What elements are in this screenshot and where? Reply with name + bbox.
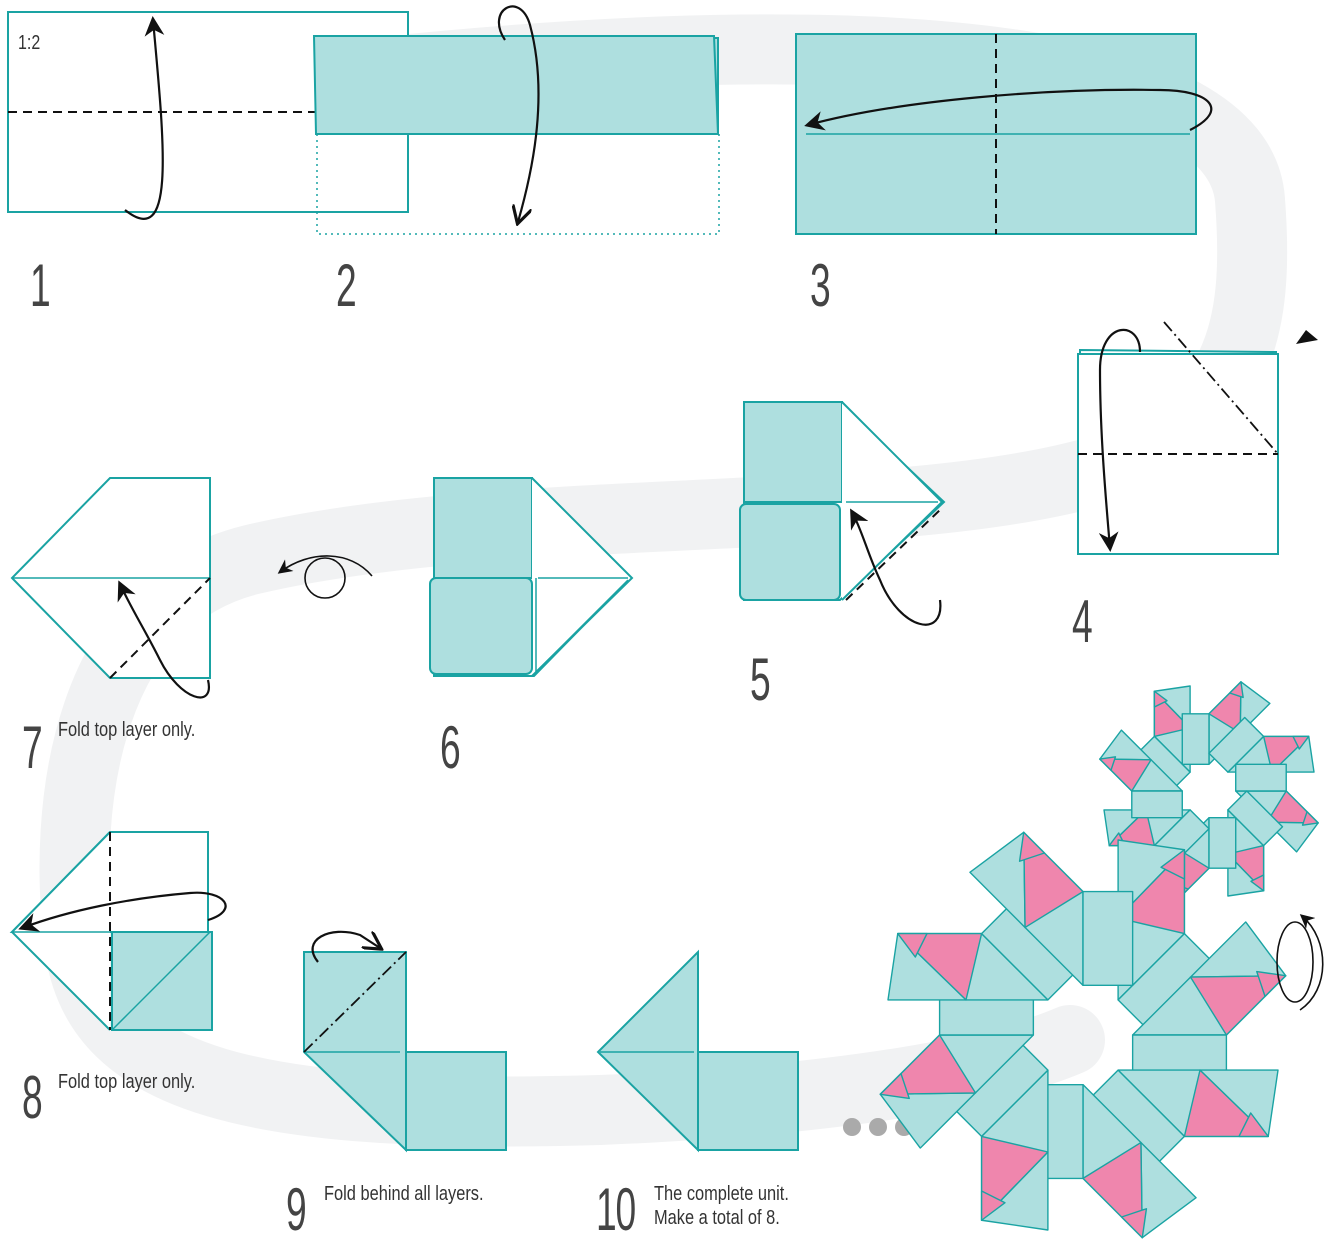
star-pink-facet (1189, 975, 1287, 1036)
star-teal-facet (980, 1190, 1006, 1221)
step-1-number: 1 (30, 252, 51, 319)
step-3-fold-arrow (804, 88, 1213, 131)
star-teal-facet (1229, 681, 1244, 699)
step-8-diagram (9, 831, 227, 1031)
star-pink-facet (1082, 1141, 1143, 1239)
star-unit (1134, 685, 1191, 792)
step-9-fold-arrow (311, 930, 380, 963)
step-6-number: 6 (440, 714, 461, 781)
star-unit (1117, 839, 1221, 1036)
ratio-label: 1:2 (18, 32, 41, 54)
step-10-number: 10 (596, 1176, 636, 1241)
step-9-number: 9 (286, 1176, 307, 1241)
step-3-number: 3 (810, 252, 831, 319)
step-5-fold-arrow (850, 508, 942, 626)
step-4-fold-arrow (1098, 328, 1142, 552)
star-teal-facet (1238, 1112, 1269, 1138)
star-unit (945, 1034, 1049, 1231)
step-9-caption: Fold behind all layers. (324, 1183, 484, 1205)
star-teal-facet (1018, 831, 1046, 862)
star-unit (1082, 1069, 1279, 1173)
step-4-number: 4 (1072, 588, 1093, 655)
star-teal-facet (1082, 890, 1134, 987)
star-unit (1227, 790, 1284, 897)
star-unit (1099, 729, 1183, 819)
step-7-diagram (10, 477, 211, 699)
star-teal-facet (1301, 811, 1319, 826)
star-teal-facet (1160, 849, 1186, 880)
step-8-fold-arrow (18, 891, 227, 932)
star-teal-facet (1235, 763, 1287, 792)
step-8-caption: Fold top layer only. (58, 1071, 196, 1093)
star-teal-facet (1181, 713, 1210, 765)
star-teal-facet (1120, 1208, 1148, 1239)
step-7-number: 7 (22, 714, 43, 781)
step-7-caption: Fold top layer only. (58, 719, 196, 741)
star-pink-facet (1023, 831, 1084, 929)
step-10-caption: The complete unit. (654, 1183, 789, 1205)
star-teal-facet (1099, 756, 1117, 771)
step-4-diagram (1077, 321, 1318, 555)
step-7-fold-arrow (117, 580, 211, 699)
star-teal-facet (1208, 817, 1237, 869)
star-teal-facet (1153, 690, 1168, 708)
star-teal-facet (1227, 790, 1284, 847)
rotate-icon (1276, 914, 1324, 1011)
step-8-number: 8 (22, 1064, 43, 1131)
star-teal-facet (879, 1072, 910, 1100)
star-teal-facet (897, 932, 928, 958)
step-5-diagram (739, 401, 946, 626)
step-10-diagram (596, 949, 799, 1153)
step-2-diagram (312, 5, 720, 235)
star-pink-facet (879, 1034, 977, 1095)
step-3-diagram (795, 33, 1213, 235)
step-10-caption-2: Make a total of 8. (654, 1207, 780, 1229)
step-2-fold-arrow (497, 5, 540, 222)
star-teal-facet (1208, 716, 1265, 773)
step-9-diagram (303, 930, 507, 1153)
large-star-front (879, 831, 1287, 1239)
star-teal-facet (1292, 735, 1310, 750)
step-1-fold-arrow (124, 16, 165, 220)
star-unit (879, 984, 1035, 1149)
star-unit (1208, 716, 1315, 773)
step-2-number: 2 (336, 252, 357, 319)
sink-arrowhead-icon (1296, 330, 1318, 344)
star-teal-facet (1250, 874, 1265, 892)
step-5-number: 5 (750, 646, 771, 713)
step-6-diagram (429, 477, 634, 677)
turn-over-icon (277, 555, 373, 599)
star-teal-facet (1131, 790, 1183, 819)
star-unit (969, 831, 1134, 987)
